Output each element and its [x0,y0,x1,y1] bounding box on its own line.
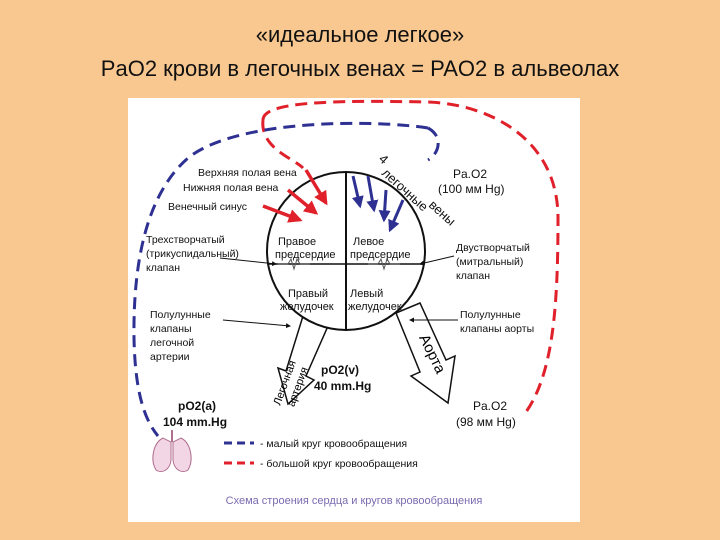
coronary-sinus-label: Венечный синус [168,201,247,213]
po2-venous-label: pO2(v) [321,363,359,377]
mitral-label: Двустворчатый [456,242,530,254]
small-circulation-loop [132,121,429,437]
small-circulation-loop-right [427,126,440,162]
tricuspid-label-2: (трикуспидальный) [146,248,239,260]
left-atrium-label: Левое [353,236,384,248]
lungs-icon [152,430,192,473]
aorta-arrow [395,302,456,405]
arrow-coronary-sinus [262,204,303,223]
arrow-superior-vena-cava [304,169,328,206]
pao2-arterial-value: (98 мм Hg) [456,415,516,429]
legend-large-label: - большой круг кровообращения [260,458,418,470]
pulmonary-veins-label-2: вены [426,197,459,229]
pao2-arterial-label: Pa.O2 [473,399,507,413]
inferior-vena-cava-label: Нижняя полая вена [183,182,279,194]
pulmonary-valves-label-3: легочной [150,337,194,349]
aortic-valves-label-2: клапаны аорты [460,323,534,335]
tricuspid-label: Трехстворчатый [146,234,225,246]
circulation-diagram: Легочная артерия Аорта Правое предсердие… [132,99,560,507]
mitral-label-2: (митральный) [456,256,523,268]
pulmonary-artery-arrow [276,315,329,406]
left-atrium-label-2: предсердие [350,249,411,261]
right-atrium-label: Правое [278,236,316,248]
leader-tricuspid [219,257,277,267]
pulmonary-valves-label-4: артерии [150,351,190,363]
po2-venous-value: 40 mm.Hg [314,379,371,393]
tricuspid-label-3: клапан [146,262,180,274]
legend-small-label: - малый круг кровообращения [260,438,407,450]
leader-pulmonary-valves [222,319,291,329]
pao2-veins-label: Pa.O2 [453,167,487,181]
leader-mitral [419,255,455,266]
right-ventricle-label: Правый [288,288,328,300]
po2-arterial-label: pO2(a) [178,399,216,413]
pulmonary-valves-label: Полулунные [150,309,211,321]
slide-title-line1: «идеальное легкое» [255,22,465,47]
pulmonary-valves-label-2: клапаны [150,323,192,335]
arrow-inferior-vena-cava [286,188,319,215]
large-circulation-loop [261,99,560,417]
mitral-label-3: клапан [456,270,490,282]
pao2-veins-value: (100 мм Hg) [438,182,505,196]
left-ventricle-label: Левый [350,288,383,300]
arrow-pulmonary-vein-3 [378,189,391,223]
valve-right-wiggle [278,257,310,271]
po2-arterial-value: 104 mm.Hg [163,415,227,429]
arrow-pulmonary-vein-1 [351,175,364,209]
valve-left-wiggle [368,257,400,271]
diagram-panel: Легочная артерия Аорта Правое предсердие… [128,98,580,522]
superior-vena-cava-label: Верхняя полая вена [198,167,297,179]
right-ventricle-label-2: желудочек [280,301,334,313]
large-circulation-loop-left [261,119,305,170]
arrow-pulmonary-vein-4 [388,199,405,233]
slide-title-line2: PaO2 крови в легочных венах = PAO2 в аль… [100,56,620,81]
diagram-caption: Схема строения сердца и кругов кровообра… [226,495,483,507]
arrow-pulmonary-vein-2 [366,175,379,213]
right-atrium-label-2: предсердие [275,249,336,261]
left-ventricle-label-2: желудочек [348,301,402,313]
aortic-valves-label: Полулунные [460,309,521,321]
